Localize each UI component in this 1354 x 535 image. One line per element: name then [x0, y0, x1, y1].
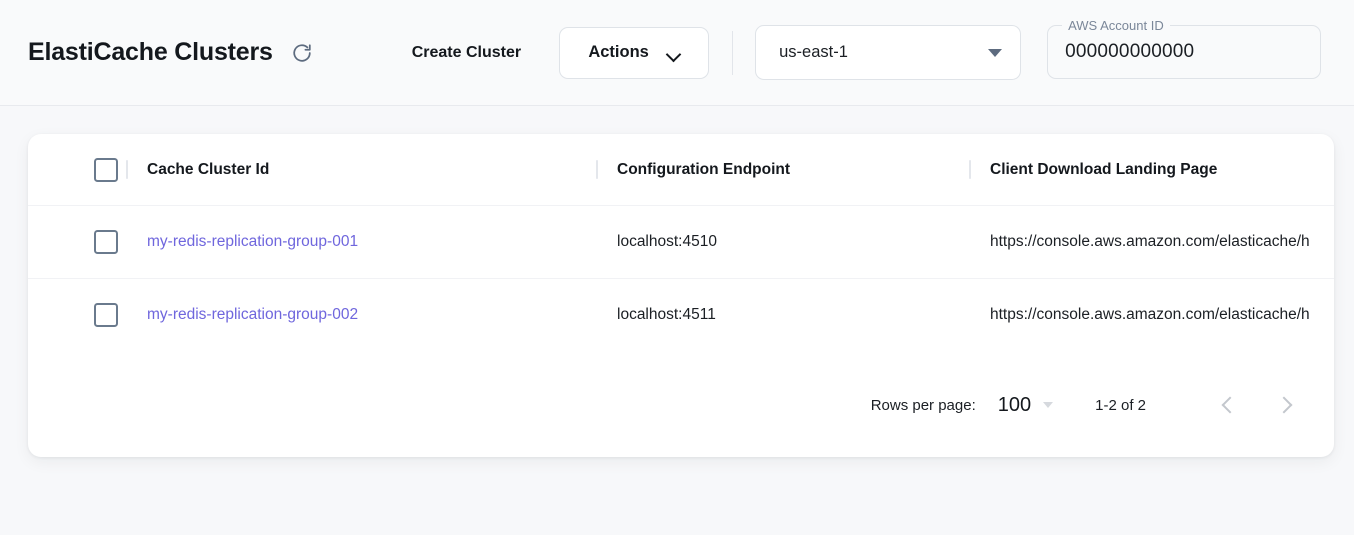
column-header-label: Client Download Landing Page [990, 160, 1218, 178]
cluster-link[interactable]: my-redis-replication-group-001 [147, 233, 359, 250]
select-all-checkbox[interactable] [94, 157, 118, 182]
column-header-label: Cache Cluster Id [147, 160, 270, 178]
cell-configuration-endpoint: localhost:4510 [596, 205, 969, 279]
cell-client-download-landing-page: https://console.aws.amazon.com/elasticac… [969, 205, 1334, 279]
configuration-endpoint-value: localhost:4510 [617, 233, 717, 250]
table-header: Cache Cluster Id Configuration Endpoint … [28, 134, 1334, 206]
pagination-range-label: 1-2 of 2 [1095, 396, 1146, 414]
client-download-landing-page-value: https://console.aws.amazon.com/elasticac… [990, 233, 1310, 250]
column-header-client-download-landing-page[interactable]: Client Download Landing Page [969, 134, 1334, 206]
column-divider [126, 160, 128, 179]
table-pagination: Rows per page: 100 1-2 of 2 [28, 353, 1334, 457]
chevron-right-icon [1275, 396, 1293, 414]
triangle-down-icon [988, 48, 1003, 57]
client-download-landing-page-value: https://console.aws.amazon.com/elasticac… [990, 306, 1310, 324]
triangle-down-icon [1043, 402, 1054, 408]
cell-cache-cluster-id: my-redis-replication-group-001 [126, 205, 596, 279]
rows-per-page-select[interactable]: 100 [997, 393, 1054, 417]
row-checkbox[interactable] [94, 230, 118, 254]
clusters-table-card: Cache Cluster Id Configuration Endpoint … [28, 134, 1334, 457]
actions-button-label: Actions [588, 43, 649, 61]
chevron-down-icon [667, 49, 680, 57]
refresh-icon [291, 42, 313, 64]
column-header-cache-cluster-id[interactable]: Cache Cluster Id [126, 134, 596, 206]
table-row: my-redis-replication-group-002 localhost… [28, 278, 1334, 352]
region-select[interactable]: us-east-1 [755, 25, 1022, 80]
header-divider [732, 30, 734, 75]
column-divider [969, 160, 971, 179]
app-header: ElastiCache Clusters Create Cluster Acti… [0, 0, 1354, 106]
refresh-icon-button[interactable] [287, 38, 317, 68]
cell-configuration-endpoint: localhost:4511 [596, 278, 969, 352]
column-divider [596, 160, 598, 179]
chevron-left-icon [1221, 396, 1239, 414]
clusters-table: Cache Cluster Id Configuration Endpoint … [28, 134, 1334, 352]
next-page-button[interactable] [1264, 383, 1308, 427]
configuration-endpoint-value: localhost:4511 [617, 306, 716, 324]
row-select-cell [28, 205, 126, 279]
table-header-row: Cache Cluster Id Configuration Endpoint … [28, 134, 1334, 206]
cluster-link[interactable]: my-redis-replication-group-002 [147, 306, 359, 324]
row-select-cell [28, 278, 126, 352]
previous-page-button[interactable] [1206, 383, 1250, 427]
rows-per-page-value: 100 [997, 393, 1032, 416]
cell-cache-cluster-id: my-redis-replication-group-002 [126, 278, 596, 352]
column-header-label: Configuration Endpoint [617, 160, 791, 178]
cell-client-download-landing-page: https://console.aws.amazon.com/elasticac… [969, 278, 1334, 352]
rows-per-page-label: Rows per page: [870, 396, 976, 414]
table-row: my-redis-replication-group-001 localhost… [28, 205, 1334, 279]
create-cluster-button[interactable]: Create Cluster [408, 36, 525, 70]
table-body: my-redis-replication-group-001 localhost… [28, 205, 1334, 352]
column-header-configuration-endpoint[interactable]: Configuration Endpoint [596, 134, 969, 206]
row-checkbox[interactable] [94, 303, 118, 328]
aws-account-id-field[interactable]: AWS Account ID [1047, 18, 1322, 79]
select-all-header [28, 134, 126, 206]
page-title: ElastiCache Clusters [28, 38, 273, 66]
region-select-value: us-east-1 [779, 43, 848, 61]
aws-account-id-input[interactable] [1047, 26, 1322, 79]
actions-button[interactable]: Actions [559, 26, 710, 79]
